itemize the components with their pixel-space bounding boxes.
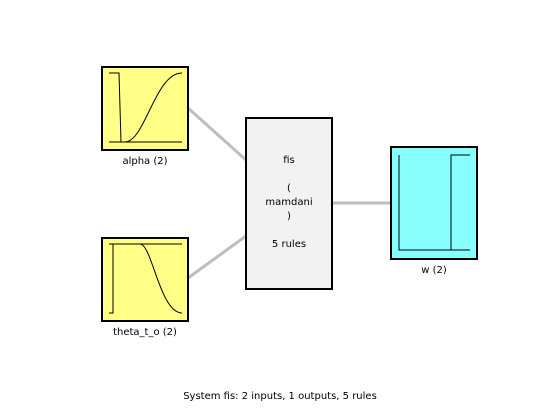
- system-box-text: fis ( mamdani ) 5 rules: [246, 154, 332, 252]
- input-box-theta-t-o[interactable]: [101, 237, 189, 322]
- connector-theta-to-fis: [187, 234, 247, 280]
- system-summary: System fis: 2 inputs, 1 outputs, 5 rules: [183, 391, 377, 402]
- system-name: fis: [283, 155, 295, 166]
- output-box-w[interactable]: [390, 146, 478, 260]
- w-mf-2: [399, 154, 470, 251]
- theta-mf-sshape: [109, 243, 182, 314]
- system-type-open: (: [287, 183, 291, 194]
- alpha-mf-sshape: [109, 72, 183, 143]
- input-label-alpha: alpha (2): [122, 156, 168, 167]
- system-rules: 5 rules: [271, 239, 307, 250]
- theta-mf-zshape: [109, 243, 183, 314]
- system-type: mamdani: [265, 197, 313, 208]
- system-box-fis[interactable]: [245, 117, 333, 290]
- input-box-alpha[interactable]: [101, 66, 189, 151]
- connector-alpha-to-fis: [186, 106, 248, 162]
- output-label-w: w (2): [421, 265, 447, 276]
- alpha-mf-zshape: [109, 72, 182, 143]
- system-type-close: ): [287, 211, 291, 222]
- input-label-theta-t-o: theta_t_o (2): [113, 327, 177, 338]
